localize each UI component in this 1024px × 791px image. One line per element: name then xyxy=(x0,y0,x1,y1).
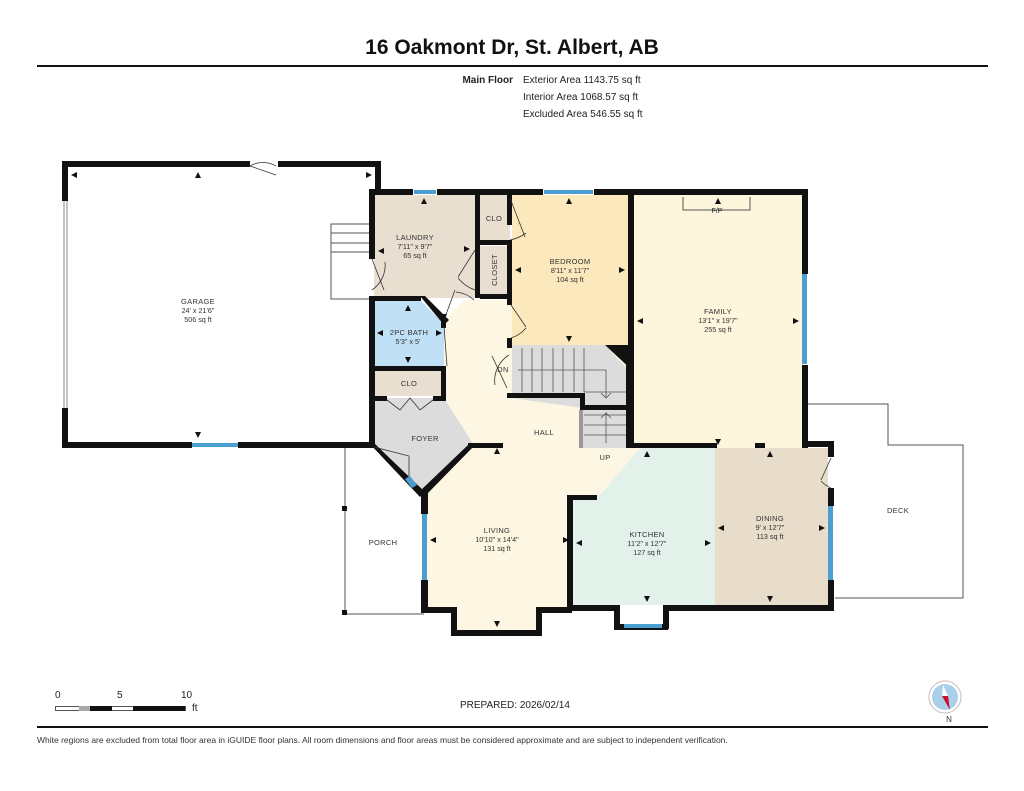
scale-unit: ft xyxy=(192,703,198,714)
stairs-up-label: UP xyxy=(599,453,610,462)
clo-top-name: CLO xyxy=(486,214,502,223)
clo-foyer-name: CLO xyxy=(401,379,417,388)
living-area: 131 sq ft xyxy=(483,544,511,553)
family-fill xyxy=(633,195,803,448)
door-swings xyxy=(249,162,832,489)
exterior-area: Exterior Area 1143.75 sq ft xyxy=(523,75,641,86)
deck-outline xyxy=(808,403,964,599)
kitchen-name: KITCHEN xyxy=(629,530,664,539)
family-area: 255 sq ft xyxy=(704,325,732,334)
living-dims: 10'10" x 14'4" xyxy=(475,535,519,544)
bath-dims: 5'3" x 5' xyxy=(396,337,422,346)
kitchen-dims: 11'2" x 12'7" xyxy=(628,539,667,548)
bath-name: 2PC BATH xyxy=(390,328,429,337)
page-title: 16 Oakmont Dr, St. Albert, AB xyxy=(365,36,659,59)
garage-steps xyxy=(330,223,371,300)
bedroom-fill xyxy=(512,195,628,345)
room-labels: GARAGE 24' x 21'6" 506 sq ft LAUNDRY 7'1… xyxy=(181,206,909,557)
disclaimer-text: White regions are excluded from total fl… xyxy=(37,735,728,745)
kitchen-fill xyxy=(570,448,715,605)
porch-post xyxy=(342,506,347,511)
clo-top-fill xyxy=(480,195,510,241)
prepared-date: PREPARED: 2026/02/14 xyxy=(460,700,570,711)
porch-post xyxy=(342,610,347,615)
footer-divider xyxy=(37,726,988,728)
excluded-area: Excluded Area 546.55 sq ft xyxy=(523,109,643,120)
clo-foyer-fill xyxy=(374,370,444,396)
compass-north-label: N xyxy=(946,715,952,724)
stairs-down-label: DN xyxy=(497,365,508,374)
stairs xyxy=(518,348,628,448)
scale-tick-0: 0 xyxy=(55,690,61,701)
area-summary: Exterior Area 1143.75 sq ft Interior Are… xyxy=(523,72,643,123)
closet-fill xyxy=(480,246,508,294)
hall-name: HALL xyxy=(534,428,554,437)
fireplace-label: F/P xyxy=(711,206,722,215)
garage-name: GARAGE xyxy=(181,297,215,306)
bath-fill xyxy=(374,300,444,366)
laundry-area: 65 sq ft xyxy=(403,251,427,260)
scale-bar-graphic xyxy=(55,706,186,711)
laundry-name: LAUNDRY xyxy=(396,233,434,242)
garage-door xyxy=(63,201,68,408)
living-name: LIVING xyxy=(484,526,510,535)
bedroom-area: 104 sq ft xyxy=(556,275,584,284)
laundry-dims: 7'11" x 9'7" xyxy=(398,242,433,251)
dimension-arrows xyxy=(71,172,825,627)
walls xyxy=(62,161,834,636)
laundry-fill xyxy=(374,195,480,298)
garage-dims: 24' x 21'6" xyxy=(182,306,215,315)
deck-name: DECK xyxy=(887,506,909,515)
fireplace-outline xyxy=(682,197,751,211)
dining-dims: 9' x 12'7" xyxy=(756,523,785,532)
header-divider xyxy=(37,65,988,67)
porch-name: PORCH xyxy=(369,538,398,547)
scale-tick-5: 5 xyxy=(117,690,123,701)
dining-fill xyxy=(715,448,828,605)
garage-area: 506 sq ft xyxy=(184,315,212,324)
foyer-name: FOYER xyxy=(411,434,439,443)
compass-icon: N xyxy=(928,680,962,724)
floor-name: Main Floor xyxy=(462,75,513,86)
family-dims: 13'1" x 19'7" xyxy=(698,316,738,325)
kitchen-area: 127 sq ft xyxy=(633,548,661,557)
dining-name: DINING xyxy=(756,514,784,523)
room-fills xyxy=(374,195,828,632)
bedroom-name: BEDROOM xyxy=(550,257,591,266)
closet-name: CLOSET xyxy=(490,254,499,286)
family-name: FAMILY xyxy=(704,307,732,316)
interior-area: Interior Area 1068.57 sq ft xyxy=(523,92,639,103)
windows xyxy=(192,190,833,628)
dining-area: 113 sq ft xyxy=(756,532,783,541)
scale-tick-10: 10 xyxy=(181,690,193,701)
bedroom-dims: 8'11" x 11'7" xyxy=(551,266,590,275)
